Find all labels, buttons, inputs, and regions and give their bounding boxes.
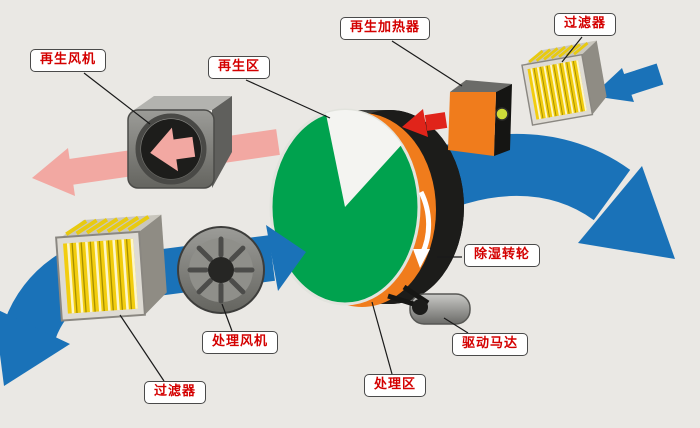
label-filter-top: 过滤器 [554, 13, 617, 37]
label-process-zone: 处理区 [364, 374, 427, 398]
leader-lines [83, 36, 583, 382]
wheel-rotation-arrow-icon [413, 190, 432, 268]
label-motor: 驱动马达 [452, 333, 529, 357]
fan-blades [187, 236, 255, 304]
regeneration-sector [325, 109, 402, 207]
drive-motor [387, 284, 471, 325]
heater-indicator-icon [495, 107, 509, 121]
regeneration-fan [127, 96, 232, 189]
label-regen-zone: 再生区 [208, 56, 271, 80]
label-process-fan: 处理风机 [202, 331, 279, 355]
desiccant-wheel [269, 108, 464, 307]
label-regen-heater: 再生加热器 [340, 17, 431, 41]
exhaust-arrow-icon [150, 127, 196, 172]
hot-air-arrow [402, 109, 448, 137]
label-regen-fan: 再生风机 [30, 49, 107, 73]
belt-pulley [412, 299, 428, 315]
air-filter-bottom [53, 212, 171, 323]
heater-top [450, 80, 512, 92]
process-fan [177, 226, 265, 314]
heater-front [448, 92, 496, 156]
label-wheel: 除湿转轮 [464, 244, 541, 268]
fan-housing-side [212, 96, 232, 188]
regeneration-heater [448, 80, 512, 156]
fan-housing-top [134, 96, 232, 110]
label-filter-bottom: 过滤器 [144, 381, 207, 405]
fan-hub [208, 257, 234, 283]
